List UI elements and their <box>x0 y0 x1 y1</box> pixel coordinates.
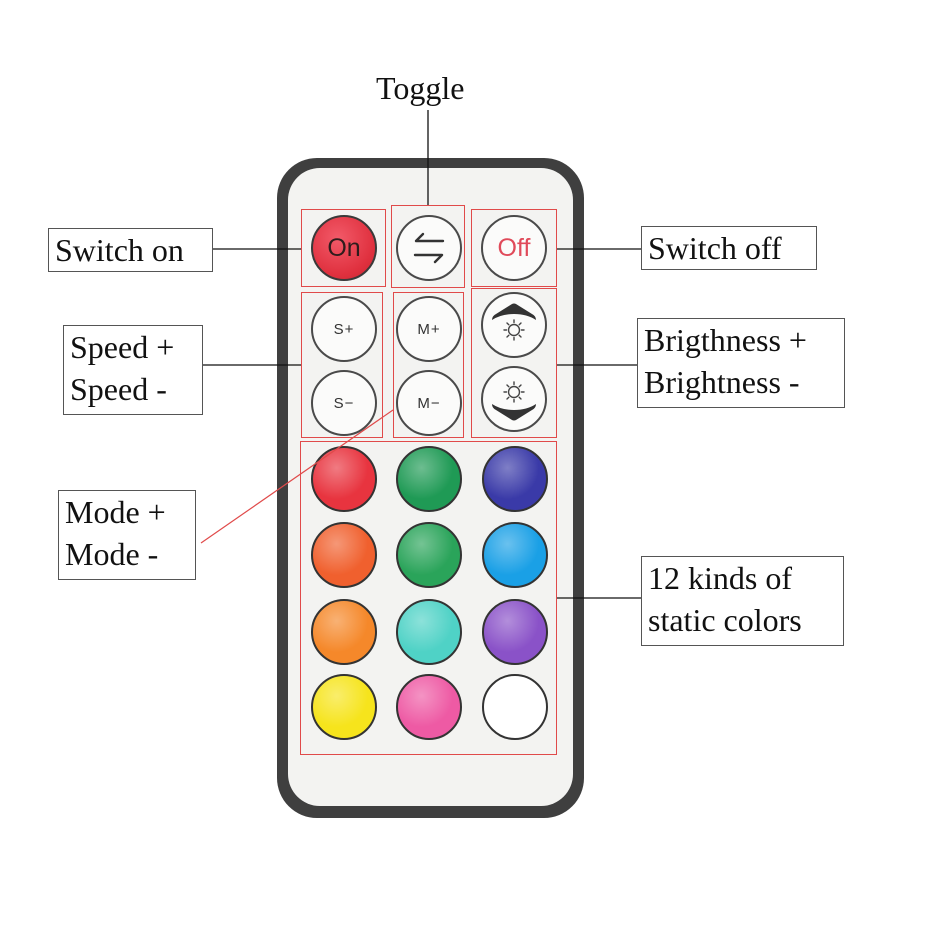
brightness-up-icon <box>492 303 536 341</box>
color-button[interactable] <box>311 599 377 665</box>
mode-minus-button[interactable]: M− <box>396 370 462 436</box>
mode-plus-label: M+ <box>417 320 441 338</box>
speed-minus-text: Speed - <box>70 371 167 407</box>
on-button-label: On <box>327 233 361 262</box>
brightness-minus-button[interactable] <box>481 366 547 432</box>
switch-on-text: Switch on <box>55 232 184 268</box>
color-button[interactable] <box>311 674 377 740</box>
switch-off-label: Switch off <box>641 226 817 270</box>
mode-label: Mode + Mode - <box>58 490 196 580</box>
on-button[interactable]: On <box>311 215 377 281</box>
mode-minus-label: M− <box>417 394 441 412</box>
colors-line1-text: 12 kinds of <box>648 560 792 596</box>
color-button[interactable] <box>396 446 462 512</box>
brightness-down-icon <box>492 381 536 421</box>
color-button[interactable] <box>482 446 548 512</box>
mode-minus-text: Mode - <box>65 536 159 572</box>
speed-label: Speed + Speed - <box>63 325 203 415</box>
color-button[interactable] <box>482 599 548 665</box>
color-button[interactable] <box>482 674 548 740</box>
color-button[interactable] <box>482 522 548 588</box>
toggle-button[interactable] <box>396 215 462 281</box>
speed-plus-button[interactable]: S+ <box>311 296 377 362</box>
off-button-label: Off <box>497 233 531 262</box>
color-button[interactable] <box>396 599 462 665</box>
highlight-off <box>471 209 557 287</box>
speed-plus-text: Speed + <box>70 329 175 365</box>
mode-plus-button[interactable]: M+ <box>396 296 462 362</box>
colors-label: 12 kinds of static colors <box>641 556 844 646</box>
speed-minus-label: S− <box>333 394 355 412</box>
toggle-label: Toggle <box>376 70 465 106</box>
brightness-plus-button[interactable] <box>481 292 547 358</box>
highlight-brightness <box>471 288 557 438</box>
speed-plus-label: S+ <box>333 320 355 338</box>
mode-plus-text: Mode + <box>65 494 166 530</box>
highlight-on <box>301 209 386 287</box>
highlight-speed <box>301 292 383 438</box>
brightness-plus-text: Brigthness + <box>644 322 807 358</box>
speed-minus-button[interactable]: S− <box>311 370 377 436</box>
brightness-minus-text: Brightness - <box>644 364 800 400</box>
highlight-toggle <box>391 205 465 288</box>
color-button[interactable] <box>396 522 462 588</box>
highlight-colors <box>300 441 557 755</box>
color-button[interactable] <box>396 674 462 740</box>
swap-arrows-icon <box>413 232 445 264</box>
brightness-label: Brigthness + Brightness - <box>637 318 845 408</box>
off-button[interactable]: Off <box>481 215 547 281</box>
switch-off-text: Switch off <box>648 230 782 266</box>
color-button[interactable] <box>311 522 377 588</box>
switch-on-label: Switch on <box>48 228 213 272</box>
highlight-mode <box>393 292 464 438</box>
colors-line2-text: static colors <box>648 602 802 638</box>
